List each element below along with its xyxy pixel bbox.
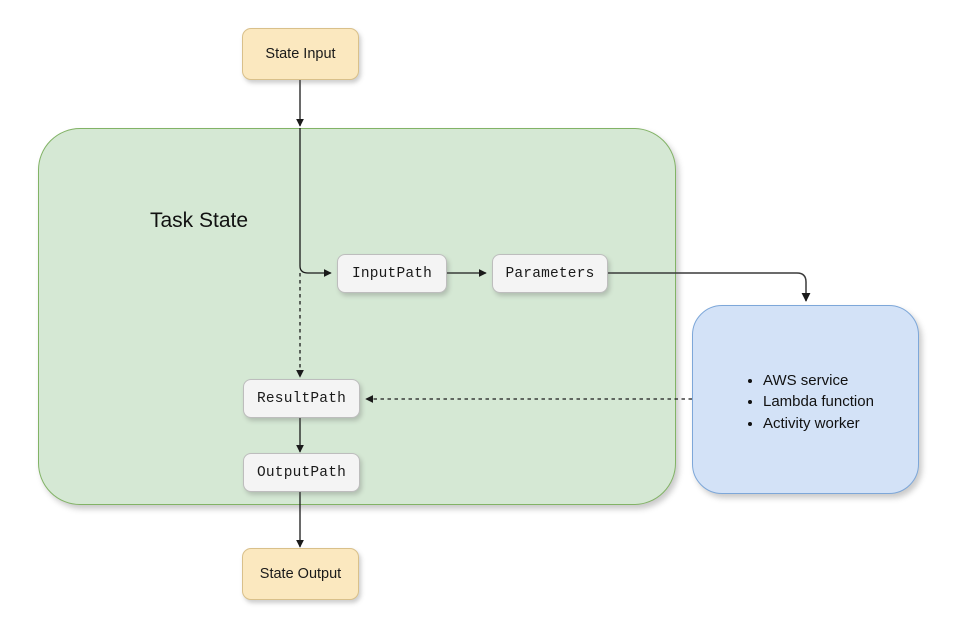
edge-parameters-to-resource [607,272,811,302]
node-output-path-label: OutputPath [256,464,346,481]
resource-list: AWS service Lambda function Activity wor… [745,370,874,434]
node-state-input[interactable]: State Input [242,28,359,80]
node-state-output[interactable]: State Output [242,548,359,600]
list-item: Lambda function [763,391,874,412]
node-result-path-label: ResultPath [256,390,346,407]
node-parameters-label: Parameters [505,265,595,282]
task-state-title: Task State [150,209,249,232]
resource-container [692,305,919,494]
node-parameters[interactable]: Parameters [492,254,608,293]
list-item: Activity worker [763,413,874,434]
task-state-container [38,128,676,505]
node-state-output-label: State Output [259,566,342,582]
node-state-input-label: State Input [265,46,336,62]
node-input-path-label: InputPath [351,265,433,282]
node-output-path[interactable]: OutputPath [243,453,360,492]
node-result-path[interactable]: ResultPath [243,379,360,418]
node-input-path[interactable]: InputPath [337,254,447,293]
list-item: AWS service [763,370,874,391]
edge-trunk-to-input-path [299,265,332,277]
